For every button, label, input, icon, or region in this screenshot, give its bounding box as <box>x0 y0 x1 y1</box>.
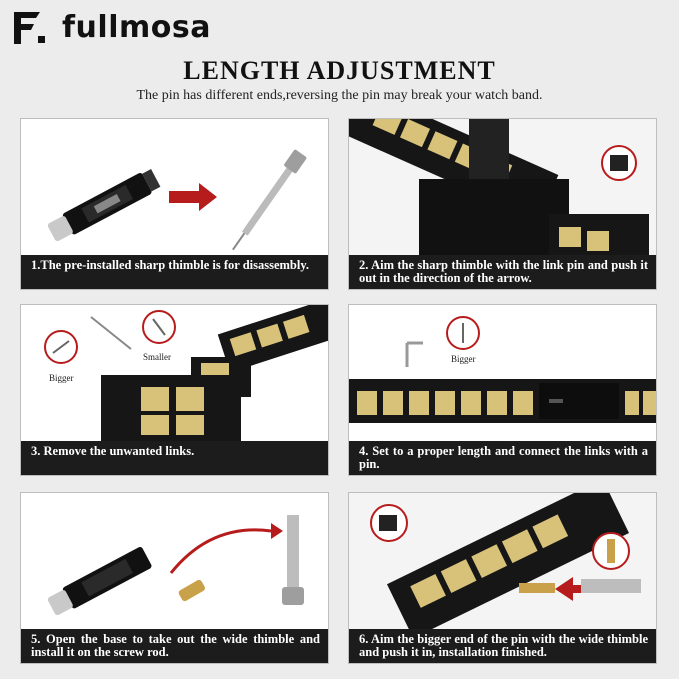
label-bigger: Bigger <box>451 354 476 364</box>
step-panel-1: 1.The pre-installed sharp thimble is for… <box>20 118 329 290</box>
step-panel-4: Bigger 4. Set to a proper length and con… <box>348 304 657 476</box>
arrow-right-icon <box>169 183 217 211</box>
label-bigger: Bigger <box>49 373 74 383</box>
page-subtitle: The pin has different ends,reversing the… <box>136 88 543 103</box>
tool-illustration <box>47 149 307 251</box>
band-assembled-illustration: Bigger <box>349 316 656 423</box>
links-illustration: Bigger Smaller <box>44 305 328 443</box>
step-panel-3: Bigger Smaller 3. Remove the unwanted li… <box>20 304 329 476</box>
step-caption: 6. Aim the bigger end of the pin with th… <box>349 629 656 663</box>
step-caption: 1.The pre-installed sharp thimble is for… <box>21 255 328 289</box>
brand-logo-icon <box>14 11 45 44</box>
label-smaller: Smaller <box>143 352 171 362</box>
band-illustration <box>349 119 656 257</box>
step-caption: 4. Set to a proper length and connect th… <box>349 441 656 475</box>
install-illustration <box>349 493 656 631</box>
brand-name: fullmosa <box>62 10 211 45</box>
step-caption: 3. Remove the unwanted links. <box>21 441 328 475</box>
step-panel-6: 6. Aim the bigger end of the pin with th… <box>348 492 657 664</box>
step-panel-2: 2. Aim the sharp thimble with the link p… <box>348 118 657 290</box>
thimble-illustration <box>47 515 304 616</box>
step-panel-5: 5. Open the base to take out the wide th… <box>20 492 329 664</box>
brand-header: fullmosa <box>14 10 211 45</box>
step-caption: 2. Aim the sharp thimble with the link p… <box>349 255 656 289</box>
step-caption: 5. Open the base to take out the wide th… <box>21 629 328 663</box>
curved-arrow-icon <box>169 528 272 574</box>
page-title: LENGTH ADJUSTMENT <box>183 56 496 85</box>
